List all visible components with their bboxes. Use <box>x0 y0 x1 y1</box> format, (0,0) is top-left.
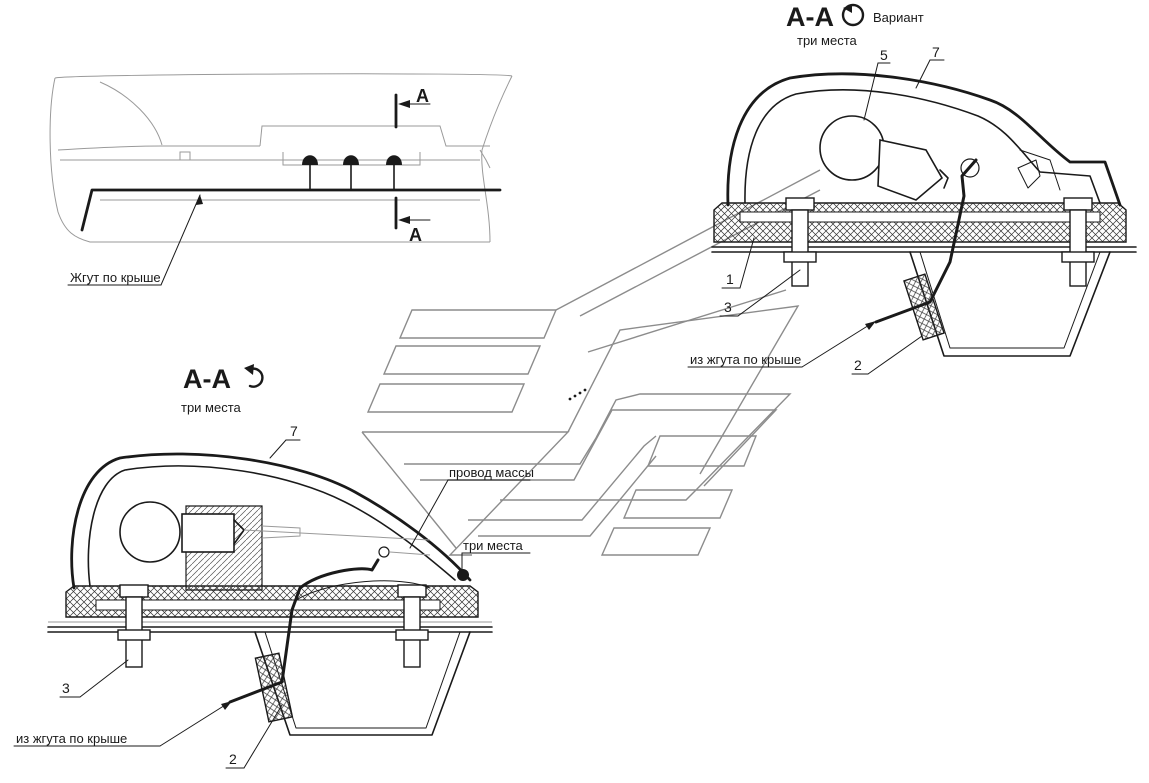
ground-wire-label: провод массы <box>449 465 534 480</box>
lamp-bulb <box>819 115 885 181</box>
mounting-bolt <box>117 584 151 668</box>
callout-7: 7 <box>290 423 298 439</box>
callout-3: 3 <box>62 680 70 696</box>
callout-5: 5 <box>880 47 888 63</box>
harness-label-variant: из жгута по крыше <box>690 352 801 367</box>
arrow-left-icon <box>398 100 410 108</box>
rotation-icon <box>244 364 264 388</box>
section-variant-label: Вариант <box>873 10 924 25</box>
section-variant-title: А-А <box>786 2 834 32</box>
mounting-bolt <box>395 584 429 668</box>
callout-1: 1 <box>726 271 734 287</box>
roof-lamp <box>386 155 402 191</box>
rotation-icon <box>841 3 865 27</box>
callout-2: 2 <box>229 751 237 767</box>
arrow-left-icon <box>398 216 410 224</box>
section-main-title: А-А <box>183 364 231 394</box>
section-letter-bottom: A <box>409 225 422 245</box>
callout-7: 7 <box>932 44 940 60</box>
section-letter-top: A <box>416 86 429 106</box>
section-main: А-А три места <box>13 364 534 769</box>
roof-lamp <box>302 155 318 191</box>
section-main-subtitle: три места <box>181 400 242 415</box>
lamp-bulb <box>119 501 181 563</box>
roof-harness-line <box>80 188 502 232</box>
roof-lamp <box>343 155 359 191</box>
mounting-bolt <box>783 197 817 287</box>
grommet <box>254 652 294 723</box>
three-places-label: три места <box>463 538 524 553</box>
roof-top-view: A A Жгут по крыше <box>49 73 513 286</box>
roof-harness-label: Жгут по крыше <box>70 270 161 285</box>
harness-label-main: из жгута по крыше <box>16 731 127 746</box>
grommet <box>903 273 945 341</box>
section-variant: А-А Вариант три места <box>687 2 1137 375</box>
mounting-bolt <box>1061 197 1095 287</box>
section-variant-subtitle: три места <box>797 33 858 48</box>
callout-2: 2 <box>854 357 862 373</box>
callout-3: 3 <box>724 299 732 315</box>
